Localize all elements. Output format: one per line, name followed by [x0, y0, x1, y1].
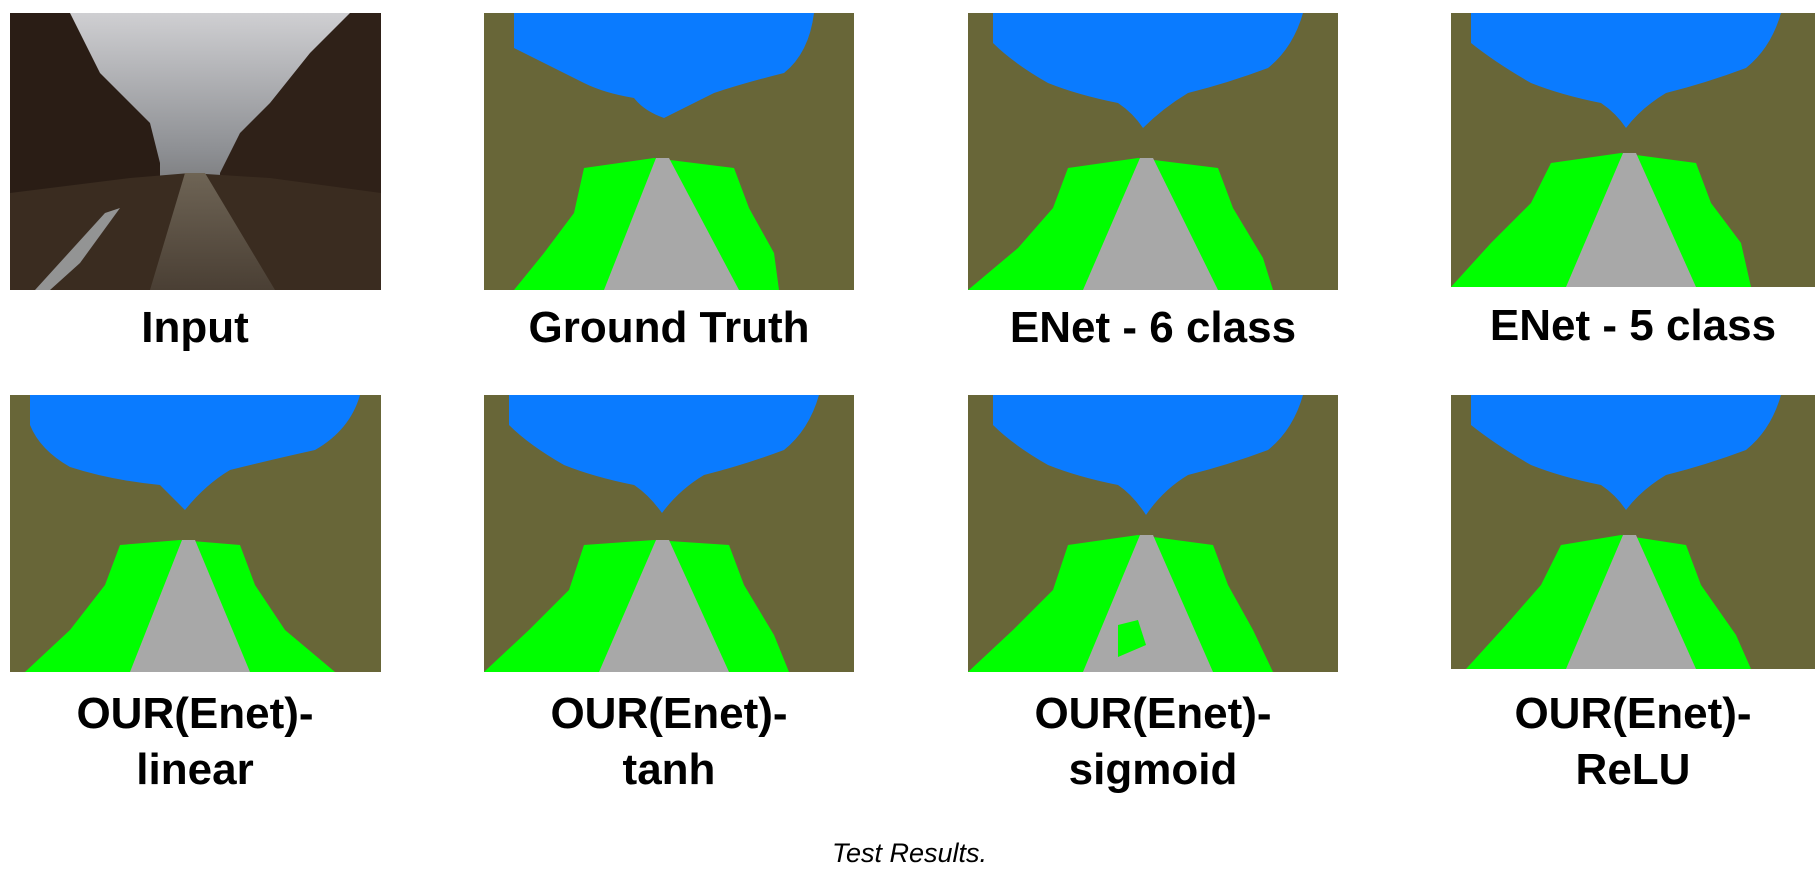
panel-label-enet-5-class: ENet - 5 class	[1489, 301, 1777, 350]
input-image	[10, 13, 381, 290]
panel-label-our-linear: OUR(Enet)- linear	[0, 686, 425, 798]
panel-label-our-relu-line1: OUR(Enet)-	[1514, 689, 1752, 738]
panel-label-our-sigmoid: OUR(Enet)- sigmoid	[923, 686, 1383, 798]
panel-label-our-tanh-line2: tanh	[622, 745, 716, 794]
panel-label-our-relu: OUR(Enet)- ReLU	[1403, 686, 1819, 798]
enet-5-class-mask	[1451, 13, 1815, 287]
panel-label-our-relu-line2: ReLU	[1575, 745, 1691, 794]
panel-label-our-tanh-line1: OUR(Enet)-	[550, 689, 788, 738]
panel-label-enet-6-class: ENet - 6 class	[1009, 303, 1297, 352]
our-enet-linear-mask	[10, 395, 381, 672]
our-enet-tanh-mask	[484, 395, 854, 672]
panel-label-our-sigmoid-line2: sigmoid	[1068, 745, 1238, 794]
figure-caption: Test Results.	[831, 838, 988, 868]
our-enet-relu-mask	[1451, 395, 1815, 669]
ground-truth-mask	[484, 13, 854, 290]
panel-label-our-tanh: OUR(Enet)- tanh	[439, 686, 899, 798]
panel-label-our-linear-line2: linear	[136, 745, 254, 794]
panel-label-ground-truth: Ground Truth	[528, 303, 810, 352]
panel-label-our-sigmoid-line1: OUR(Enet)-	[1034, 689, 1272, 738]
enet-6-class-mask	[968, 13, 1338, 290]
panel-label-input: Input	[141, 303, 249, 352]
our-enet-sigmoid-mask	[968, 395, 1338, 672]
panel-label-our-linear-line1: OUR(Enet)-	[76, 689, 314, 738]
